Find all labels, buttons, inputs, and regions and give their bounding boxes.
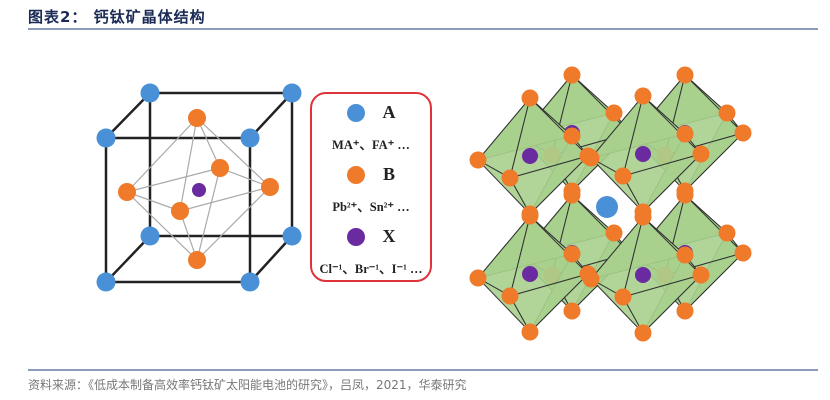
b-site-atom	[676, 125, 694, 143]
cube-edge	[249, 235, 293, 283]
a-site-atom	[96, 128, 116, 148]
b-site-atom	[605, 224, 623, 242]
octahedron-edge	[126, 117, 198, 193]
b-site-atom	[718, 224, 736, 242]
octahedron-edge	[179, 117, 198, 212]
legend-ions: Pb²⁺、Sn²⁺ …	[332, 200, 410, 214]
b-site-atom	[563, 127, 581, 145]
b-site-atom	[634, 208, 652, 226]
x-site-atom	[635, 146, 651, 162]
b-site-atom	[171, 202, 189, 220]
octahedron-edge	[196, 167, 221, 261]
b-site-atom	[614, 288, 632, 306]
b-site-atom	[261, 178, 279, 196]
legend-symbol: X	[382, 226, 396, 246]
b-site-atom	[692, 145, 710, 163]
b-site-atom	[692, 266, 710, 284]
b-site-atom	[501, 287, 519, 305]
x-site-atom	[522, 266, 538, 282]
b-site-atom	[563, 186, 581, 204]
title-divider	[28, 28, 818, 30]
a-site-atom	[240, 272, 260, 292]
b-site-atom	[582, 270, 600, 288]
cube-edge	[105, 235, 151, 283]
x-site-dot-icon	[346, 227, 365, 246]
octahedron-edge	[196, 117, 271, 188]
a-site-atom	[140, 83, 160, 103]
b-site-dot-icon	[346, 165, 365, 184]
source-divider	[28, 369, 818, 371]
x-site-atom	[635, 267, 651, 283]
octahedron-edge	[196, 117, 221, 169]
b-site-atom	[614, 167, 632, 185]
legend-box: A MA⁺、FA⁺ … B Pb²⁺、Sn²⁺ … X Cl⁻¹、Br⁻¹、I⁻…	[310, 92, 432, 282]
octahedron-edge	[126, 191, 181, 212]
b-site-atom	[521, 207, 539, 225]
legend-symbol: A	[382, 102, 396, 122]
cube-edge	[105, 92, 151, 139]
cube-edge	[249, 92, 293, 139]
a-site-atom	[96, 272, 116, 292]
x-site-atom	[192, 183, 206, 197]
b-site-atom	[676, 302, 694, 320]
octahedron-face	[509, 272, 590, 333]
legend-ions: MA⁺、FA⁺ …	[332, 138, 410, 152]
a-site-atom	[282, 83, 302, 103]
b-site-atom	[521, 323, 539, 341]
a-site-dot-icon	[346, 103, 365, 122]
octahedron-face	[622, 152, 703, 213]
figure-title: 图表2： 钙钛矿晶体结构	[28, 8, 206, 26]
octahedron-edge	[196, 186, 271, 261]
a-site-atom	[596, 196, 618, 218]
a-site-atom	[282, 226, 302, 246]
b-site-atom	[676, 246, 694, 264]
b-site-atom	[188, 251, 206, 269]
b-site-atom	[501, 169, 519, 187]
legend-ions: Cl⁻¹、Br⁻¹、I⁻¹ …	[319, 262, 423, 276]
octahedron-edge	[126, 191, 198, 261]
b-site-atom	[563, 302, 581, 320]
octahedron-face	[622, 273, 703, 334]
legend-symbol: B	[382, 164, 395, 184]
legend-item-a: A	[312, 102, 430, 123]
b-site-atom	[563, 66, 581, 84]
b-site-atom	[118, 183, 136, 201]
a-site-atom	[240, 128, 260, 148]
b-site-atom	[676, 186, 694, 204]
octahedron-face	[509, 154, 590, 215]
b-site-atom	[718, 104, 736, 122]
legend-item-b: B	[312, 164, 430, 185]
x-site-atom	[522, 148, 538, 164]
source-note: 资料来源：《低成本制备高效率钙钛矿太阳能电池的研究》，吕凤，2021，华泰研究	[28, 378, 467, 392]
b-site-atom	[582, 149, 600, 167]
legend-item-x: X	[312, 226, 430, 247]
octahedron-edge	[179, 186, 271, 212]
a-site-atom	[140, 226, 160, 246]
b-site-atom	[634, 324, 652, 342]
b-site-atom	[469, 269, 487, 287]
b-site-atom	[605, 104, 623, 122]
b-site-atom	[563, 245, 581, 263]
b-site-atom	[469, 151, 487, 169]
b-site-atom	[188, 109, 206, 127]
b-site-atom	[734, 244, 752, 262]
b-site-atom	[634, 87, 652, 105]
b-site-atom	[211, 159, 229, 177]
octahedron-edge	[126, 167, 221, 193]
b-site-atom	[521, 89, 539, 107]
b-site-atom	[734, 124, 752, 142]
b-site-atom	[676, 66, 694, 84]
